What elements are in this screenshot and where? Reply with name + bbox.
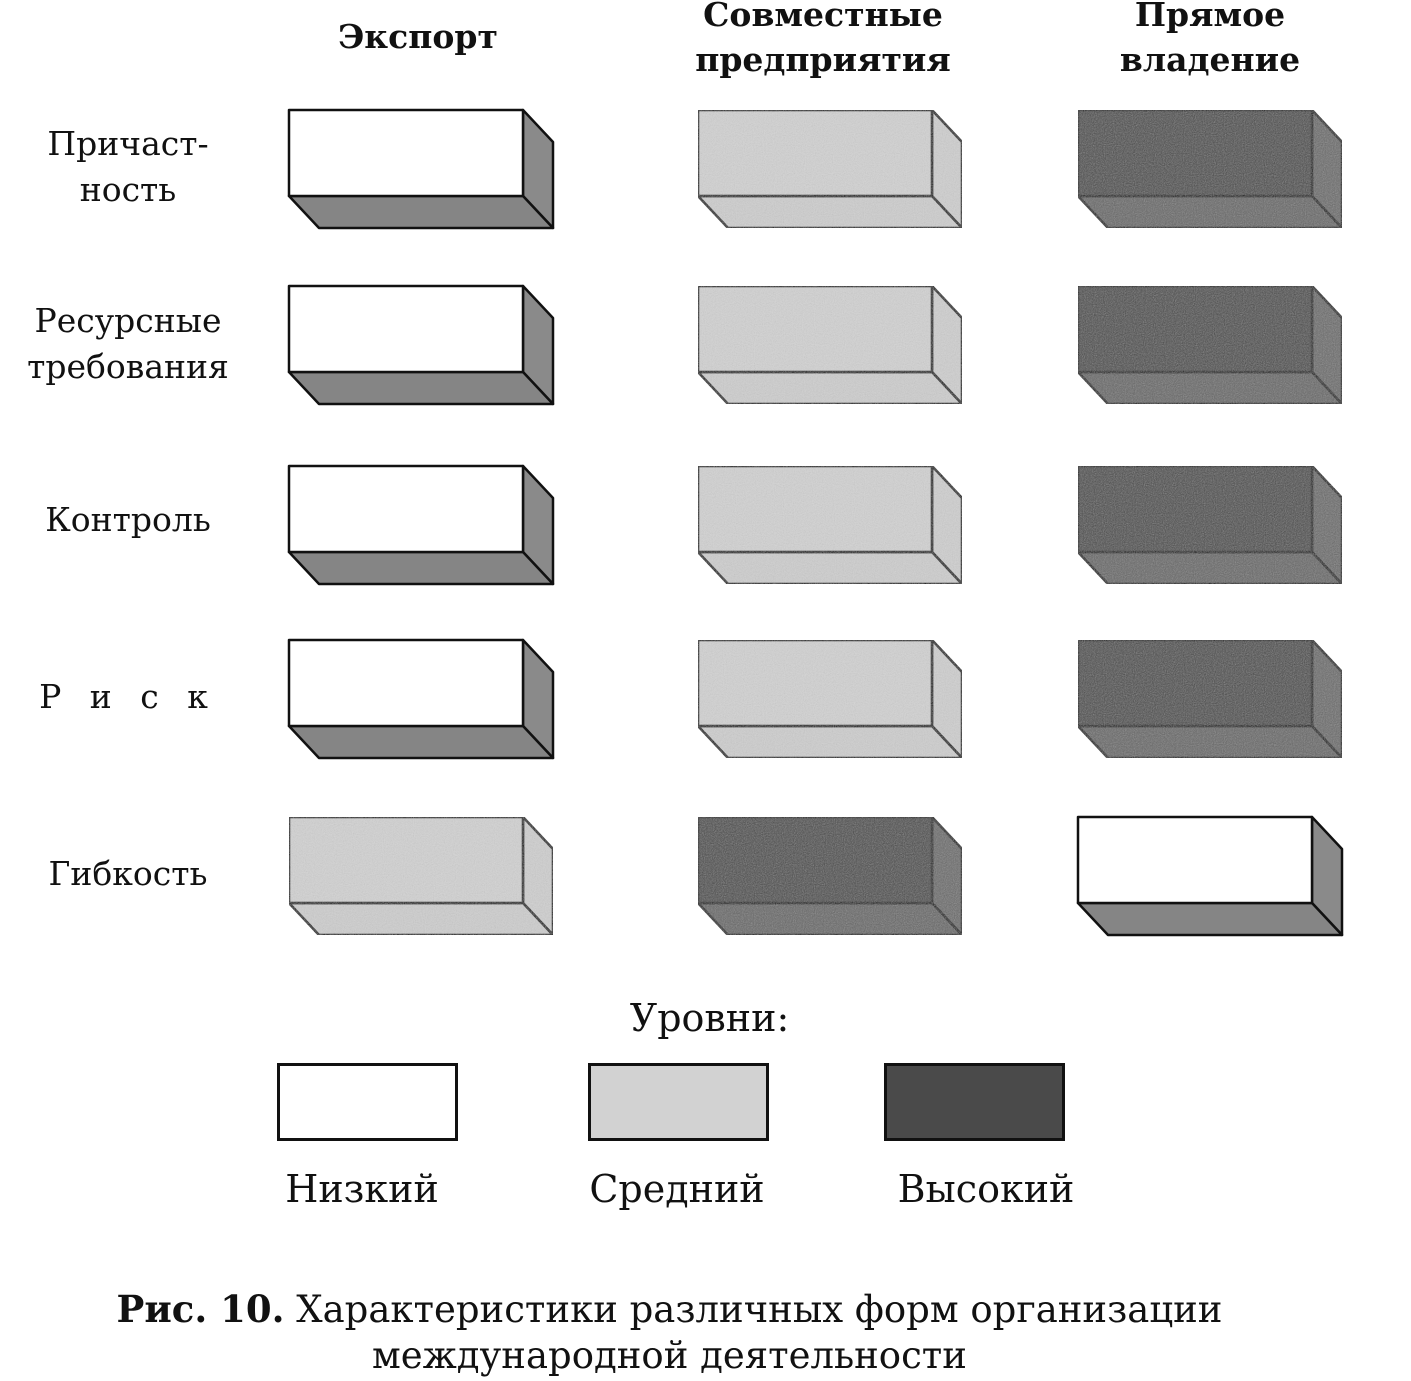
figure-caption: Рис. 10. Характеристики различных форм о… — [0, 1286, 1411, 1379]
box-bottom-face — [696, 370, 964, 406]
row-label-line: Р и с к — [39, 677, 217, 716]
box-row1-direct-ownership-high — [1076, 284, 1344, 406]
box-bottom-face — [696, 901, 964, 937]
row-label-risk: Р и с к — [18, 674, 238, 720]
row-label-line: Контроль — [45, 500, 211, 539]
box-row3-direct-ownership-high — [1076, 638, 1344, 760]
figure-number: Рис. 10. — [116, 1287, 285, 1331]
row-label-line: Ресурсные — [34, 301, 222, 340]
level-boxes-grid — [287, 108, 1344, 937]
box-front-face — [287, 284, 525, 374]
legend-label-low: Низкий — [285, 1167, 439, 1211]
column-header-joint-ventures: Совместные предприятия — [663, 0, 983, 82]
row-label-control: Контроль — [18, 497, 238, 543]
box-bottom-face — [696, 724, 964, 760]
legend-swatch-medium — [588, 1063, 769, 1141]
box-bottom-face — [1076, 550, 1344, 586]
caption-line-1: Рис. 10. Характеристики различных форм о… — [0, 1286, 1339, 1333]
box-front-face — [696, 108, 934, 198]
box-row4-export-medium — [287, 815, 555, 937]
column-header-line: владение — [1119, 40, 1301, 79]
box-row3-joint-ventures-medium — [696, 638, 964, 760]
column-header-export: Экспорт — [258, 14, 578, 59]
box-row2-direct-ownership-high — [1076, 464, 1344, 586]
box-front-face — [696, 284, 934, 374]
box-front-face — [1076, 464, 1314, 554]
column-header-line: Совместные — [703, 0, 943, 34]
box-front-face — [696, 638, 934, 728]
box-bottom-face — [696, 194, 964, 230]
box-front-face — [287, 815, 525, 905]
box-front-face — [696, 815, 934, 905]
row-label-line: требования — [27, 347, 229, 386]
box-bottom-face — [696, 550, 964, 586]
caption-text-line-1: Характеристики различных форм организаци… — [296, 1288, 1223, 1331]
column-header-line: Экспорт — [338, 17, 498, 56]
legend-swatch-low — [277, 1063, 458, 1141]
box-row1-joint-ventures-medium — [696, 284, 964, 406]
box-front-face — [1076, 815, 1314, 905]
box-row4-joint-ventures-high — [696, 815, 964, 937]
row-label-flexibility: Гибкость — [18, 851, 238, 897]
box-bottom-face — [1076, 901, 1344, 937]
column-header-line: Прямое — [1134, 0, 1286, 34]
box-row0-direct-ownership-high — [1076, 108, 1344, 230]
column-header-line: предприятия — [695, 40, 951, 79]
box-row3-export-low — [287, 638, 555, 760]
box-bottom-face — [287, 550, 555, 586]
box-front-face — [696, 464, 934, 554]
box-bottom-face — [1076, 194, 1344, 230]
legend-title: Уровни: — [629, 996, 790, 1040]
box-row2-export-low — [287, 464, 555, 586]
box-bottom-face — [287, 901, 555, 937]
row-label-line: Гибкость — [48, 854, 208, 893]
row-label-resource-requirements: Ресурсные требования — [18, 298, 238, 390]
box-bottom-face — [1076, 370, 1344, 406]
box-front-face — [287, 638, 525, 728]
box-bottom-face — [287, 370, 555, 406]
row-label-line: ность — [79, 170, 177, 209]
box-row1-export-low — [287, 284, 555, 406]
row-label-involvement: Причаст- ность — [18, 121, 238, 213]
column-header-direct-ownership: Прямое владение — [1050, 0, 1370, 82]
box-front-face — [1076, 284, 1314, 374]
box-row0-joint-ventures-medium — [696, 108, 964, 230]
caption-text-line-2: международной деятельности — [372, 1334, 967, 1377]
box-front-face — [1076, 108, 1314, 198]
box-front-face — [1076, 638, 1314, 728]
box-front-face — [287, 464, 525, 554]
box-front-face — [287, 108, 525, 198]
box-row4-direct-ownership-low — [1076, 815, 1344, 937]
row-label-line: Причаст- — [47, 124, 209, 163]
box-row2-joint-ventures-medium — [696, 464, 964, 586]
legend-label-high: Высокий — [897, 1167, 1075, 1211]
box-bottom-face — [287, 724, 555, 760]
box-row0-export-low — [287, 108, 555, 230]
box-bottom-face — [1076, 724, 1344, 760]
legend-swatch-high — [884, 1063, 1065, 1141]
legend-label-medium: Средний — [589, 1167, 765, 1211]
box-bottom-face — [287, 194, 555, 230]
